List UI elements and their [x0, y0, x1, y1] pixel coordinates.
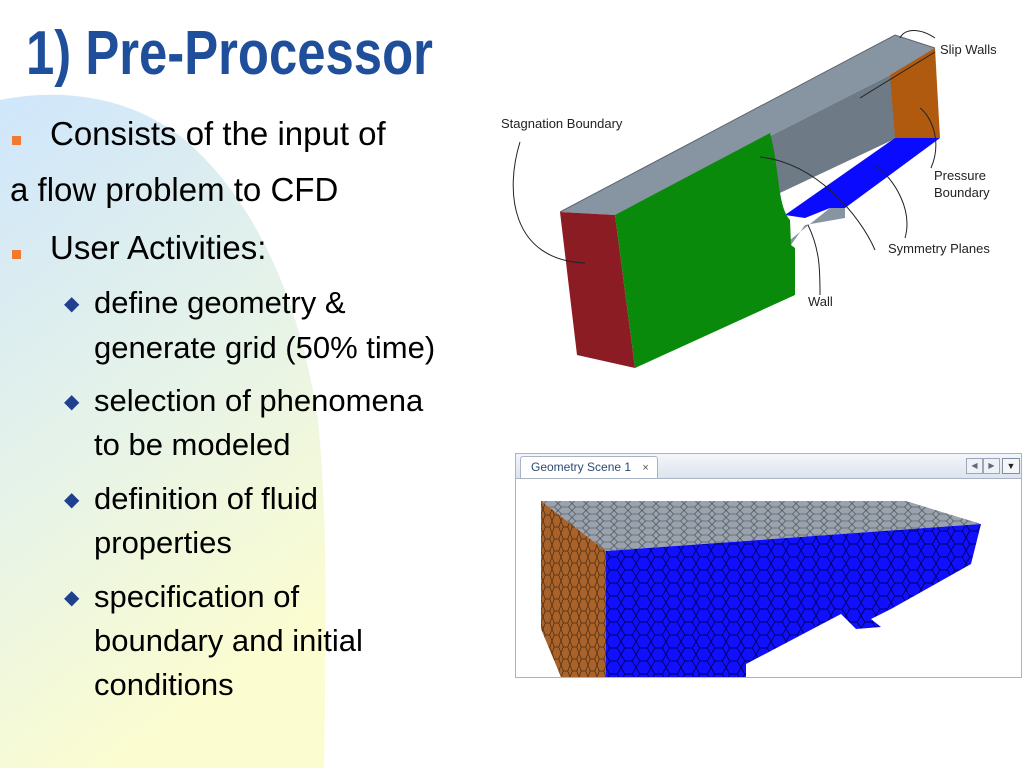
- slide-title: 1) Pre-Processor: [26, 19, 433, 88]
- symmetry-plane-face: [785, 138, 940, 218]
- sub-bullet-text: specification of: [94, 579, 300, 614]
- callout-line: [874, 164, 908, 239]
- bullet-diamond-icon: ◆: [64, 587, 80, 609]
- sub-bullet-text: conditions: [94, 667, 234, 702]
- callout-line: [512, 141, 586, 264]
- pressure-boundary-label-line2: Boundary: [934, 185, 990, 200]
- mesh-top-face: [541, 501, 981, 551]
- bullet-diamond-icon: ◆: [64, 293, 80, 315]
- bullet-square-icon: [12, 136, 21, 145]
- slip-walls-label: Slip Walls: [940, 42, 997, 57]
- close-icon[interactable]: ×: [642, 462, 649, 474]
- sub-bullet-text: properties: [94, 525, 232, 560]
- symmetry-planes-label: Symmetry Planes: [888, 241, 990, 256]
- sub-bullet-text: boundary and initial: [94, 623, 363, 658]
- bullet-text: Consists of the input of: [50, 115, 386, 152]
- tab-label: Geometry Scene 1: [531, 460, 632, 474]
- sub-bullet-text: selection of phenomena: [94, 383, 424, 418]
- stagnation-boundary-face: [560, 212, 635, 368]
- top-face: [560, 35, 935, 215]
- mesh-view[interactable]: [516, 479, 1021, 677]
- pressure-boundary-label-line1: Pressure: [934, 168, 986, 183]
- scroll-left-icon[interactable]: ◀: [966, 458, 983, 474]
- callout-line: [759, 156, 876, 251]
- sub-bullet-text: generate grid (50% time): [94, 330, 436, 365]
- sub-bullet-text: define geometry &: [94, 285, 346, 320]
- bullet-text: User Activities:: [50, 229, 267, 266]
- step-wall-face: [790, 208, 845, 245]
- bullet-diamond-icon: ◆: [64, 391, 80, 413]
- callout-line: [859, 51, 936, 99]
- sub-bullet-text: to be modeled: [94, 427, 291, 462]
- scene-tab-bar: Geometry Scene 1 × ◀ ▶ ▼: [516, 454, 1021, 479]
- callout-line: [919, 107, 937, 169]
- bullet-diamond-icon: ◆: [64, 489, 80, 511]
- tab-geometry-scene-1[interactable]: Geometry Scene 1 ×: [520, 456, 658, 478]
- stagnation-boundary-label: Stagnation Boundary: [501, 116, 623, 131]
- bullet-square-icon: [12, 250, 21, 259]
- callout-line: [807, 224, 821, 296]
- boundary-diagram: Slip Walls Stagnation Boundary Pressure …: [501, 30, 997, 368]
- green-face: [615, 133, 795, 368]
- mesh-side-face: [606, 524, 981, 677]
- wall-label: Wall: [808, 294, 833, 309]
- geometry-scene-panel: Geometry Scene 1 × ◀ ▶ ▼: [515, 453, 1022, 678]
- bullet-text: a flow problem to CFD: [10, 171, 339, 208]
- chevron-down-icon[interactable]: ▼: [1002, 458, 1020, 474]
- mesh-end-face: [541, 501, 606, 677]
- sub-bullet-text: definition of fluid: [94, 481, 319, 516]
- callout-line: [899, 30, 936, 39]
- scroll-right-icon[interactable]: ▶: [983, 458, 1000, 474]
